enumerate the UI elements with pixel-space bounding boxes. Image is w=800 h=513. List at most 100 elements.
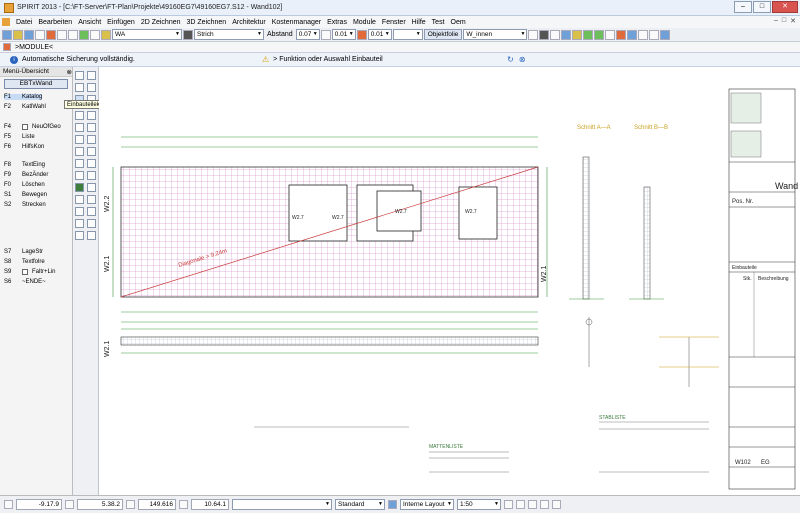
color-icon[interactable]	[183, 29, 193, 40]
undo-icon[interactable]	[79, 29, 89, 40]
menu-architektur[interactable]: Architektur	[232, 18, 266, 26]
copy-tool-icon[interactable]	[75, 111, 84, 120]
menu-datei[interactable]: Datei	[16, 18, 33, 26]
erase-tool-icon[interactable]	[75, 171, 84, 180]
group-tool-icon[interactable]	[87, 183, 96, 192]
checkbox-icon[interactable]	[22, 124, 28, 130]
menu-test[interactable]: Test	[431, 18, 445, 26]
close-info-icon[interactable]: ⊗	[518, 55, 526, 64]
extend-tool-icon[interactable]	[87, 135, 96, 144]
status-select-empty[interactable]: ▼	[232, 499, 332, 510]
lock-icon[interactable]	[504, 500, 513, 509]
ebt-wand-button[interactable]: EBTxWand	[4, 79, 68, 89]
pointer-icon[interactable]	[528, 29, 539, 40]
resize-grip-icon[interactable]	[552, 500, 561, 509]
grid-icon[interactable]	[572, 29, 583, 40]
paste-icon[interactable]	[68, 29, 78, 40]
menu-module[interactable]: Module	[352, 18, 376, 26]
view-icon[interactable]	[539, 29, 550, 40]
pin-icon[interactable]: ⊗	[66, 68, 72, 76]
save-icon[interactable]	[24, 29, 34, 40]
object-layer-button[interactable]: Objektfolie	[423, 29, 463, 40]
document-icon[interactable]	[2, 18, 10, 26]
rotate-tool-icon[interactable]	[75, 123, 84, 132]
coord-y-icon[interactable]	[65, 500, 74, 509]
split-view-icon[interactable]	[638, 29, 649, 40]
object-layer-select[interactable]: W_innen▼	[463, 29, 528, 40]
pen-icon[interactable]	[90, 29, 100, 40]
menu-3d-zeichnen[interactable]: 3D Zeichnen	[186, 18, 227, 26]
sync-icon[interactable]: ↻	[507, 55, 514, 64]
pen-color-icon[interactable]	[356, 29, 367, 40]
tile-icon[interactable]	[649, 29, 660, 40]
wall-tool-icon[interactable]	[87, 71, 96, 80]
explode-tool-icon[interactable]	[87, 195, 96, 204]
mdi-minimize-button[interactable]: –	[773, 17, 778, 24]
text-tool-icon[interactable]	[87, 159, 96, 168]
menu-einfuegen[interactable]: Einfügen	[107, 18, 135, 26]
mdi-close-button[interactable]: ✕	[790, 18, 796, 25]
minimize-button[interactable]: –	[734, 1, 752, 13]
rect-tool-icon[interactable]	[87, 83, 96, 92]
ortho-status-icon[interactable]	[540, 500, 549, 509]
dimension-tool-icon[interactable]	[75, 159, 84, 168]
help-icon[interactable]	[660, 29, 671, 40]
scale-tool-icon[interactable]	[87, 123, 96, 132]
hatch-tool-icon[interactable]	[87, 147, 96, 156]
pen1-select[interactable]: 0.01▼	[331, 29, 356, 40]
menu-ansicht[interactable]: Ansicht	[78, 18, 102, 26]
home-tool-icon[interactable]	[75, 231, 84, 240]
pen-weight-icon[interactable]	[320, 29, 331, 40]
menu-fenster[interactable]: Fenster	[381, 18, 406, 26]
style-select[interactable]: Standard▼	[335, 499, 385, 510]
search-tool-icon[interactable]	[75, 207, 84, 216]
zoom-in-tool-icon[interactable]	[75, 219, 84, 228]
mirror-tool-icon[interactable]	[87, 111, 96, 120]
pen2-select[interactable]: 0.01▼	[367, 29, 392, 40]
drawing-canvas[interactable]: Diagonale = 9.24m W2.7 W2.7 W2.7 W2.7 W2…	[99, 67, 800, 495]
snap-status-icon[interactable]	[516, 500, 525, 509]
menu-bearbeiten[interactable]: Bearbeiten	[38, 18, 73, 26]
layer-tool-icon[interactable]	[75, 183, 84, 192]
info-tool-icon[interactable]	[87, 207, 96, 216]
module-label[interactable]: >MODULE<	[15, 43, 54, 51]
refresh-icon[interactable]	[561, 29, 572, 40]
print-icon[interactable]	[35, 29, 45, 40]
menu-hilfe[interactable]: Hilfe	[411, 18, 426, 26]
move-tool-icon[interactable]	[87, 171, 96, 180]
menu-extras[interactable]: Extras	[327, 18, 347, 26]
layer-icon[interactable]	[101, 29, 111, 40]
select-tool-icon[interactable]	[75, 71, 84, 80]
scale-select[interactable]: 1:50▼	[457, 499, 501, 510]
fill-select[interactable]: ▼	[392, 29, 423, 40]
menu-2d-zeichnen[interactable]: 2D Zeichnen	[140, 18, 181, 26]
layer-select[interactable]: WA▼	[112, 29, 182, 40]
checkbox-icon[interactable]	[22, 269, 28, 275]
house-tool-icon[interactable]	[87, 231, 96, 240]
window-layout-icon[interactable]	[627, 29, 638, 40]
new-icon[interactable]	[2, 29, 12, 40]
coord-icon[interactable]	[4, 500, 13, 509]
close-button[interactable]: ✕	[772, 1, 798, 13]
grid-status-icon[interactable]	[528, 500, 537, 509]
line-type-select[interactable]: Strich▼	[194, 29, 264, 40]
measure-icon[interactable]	[605, 29, 616, 40]
layout-select[interactable]: Interne Layout▼	[400, 499, 454, 510]
trim-tool-icon[interactable]	[75, 135, 84, 144]
open-icon[interactable]	[13, 29, 23, 40]
zoom-out-tool-icon[interactable]	[87, 219, 96, 228]
menu-kostenmanager[interactable]: Kostenmanager	[271, 18, 322, 26]
snap-icon[interactable]	[583, 29, 594, 40]
coord-z-icon[interactable]	[126, 500, 135, 509]
